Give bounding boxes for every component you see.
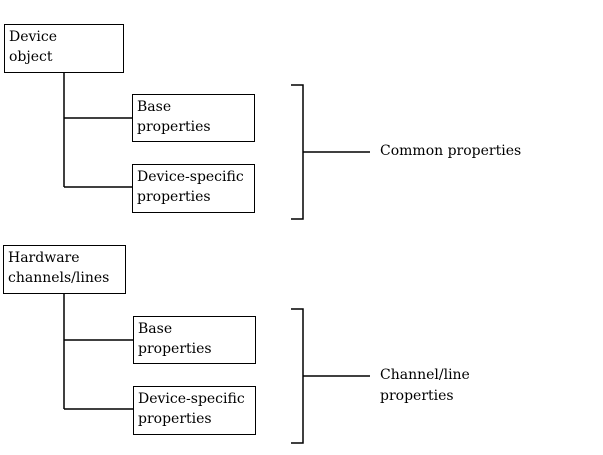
device-specific-properties-box: Device-specific properties [133, 386, 256, 435]
device-specific-properties-box: Device-specific properties [132, 164, 255, 213]
common-properties-label: Common properties [380, 143, 522, 159]
base-properties-box: Base properties [133, 316, 256, 364]
hardware-channels-lines-box: Hardware channels/lines [3, 245, 126, 294]
device-object-box: Device object [4, 24, 124, 73]
bracket-top [291, 84, 370, 220]
tree-connector-top [63, 73, 133, 188]
tree-connector-bottom [63, 294, 134, 410]
base-properties-box: Base properties [132, 94, 255, 142]
channel-line-properties-label: Channel/line properties [380, 367, 470, 404]
bracket-bottom [291, 308, 370, 444]
